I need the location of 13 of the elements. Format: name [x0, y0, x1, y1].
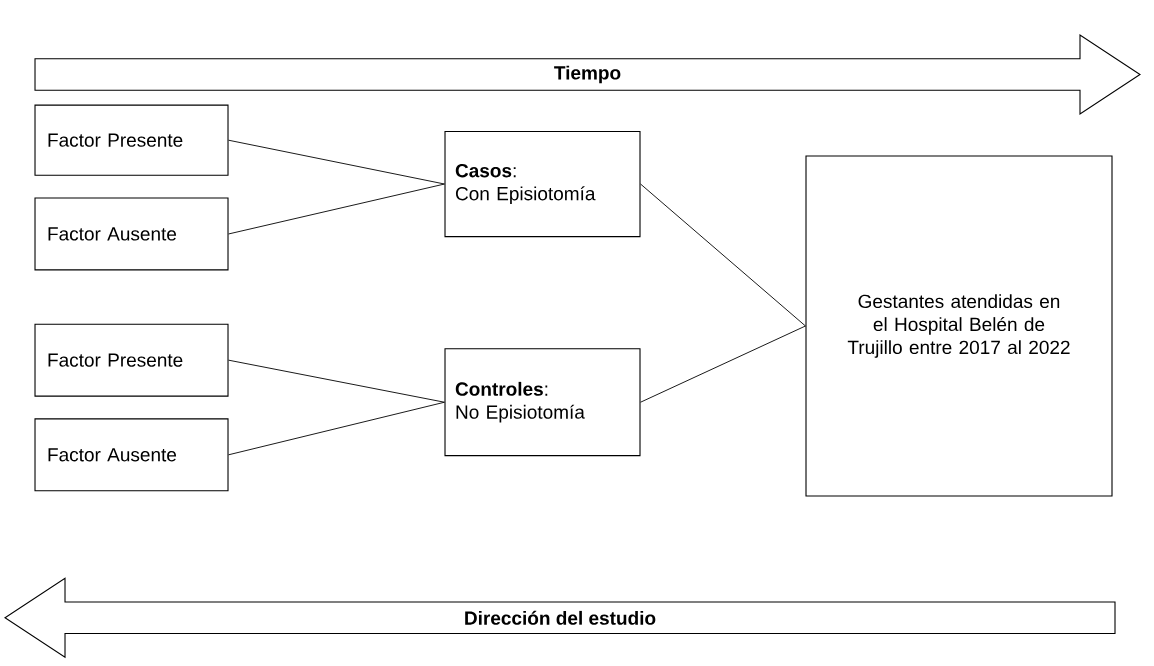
- text-box: Gestantes atendidas en el Hospital Belén de Trujillo entre 2017 al 2022: [805, 155, 1113, 497]
- connector-line: [228, 401, 445, 456]
- connector-line: [228, 359, 445, 403]
- group-box: Controles: No Episiotomía: [444, 348, 641, 457]
- factor-box: Factor Presente: [34, 104, 229, 176]
- connector-line: [228, 183, 445, 235]
- connector-line: [640, 325, 806, 403]
- factor-box: Factor Ausente: [34, 197, 229, 271]
- factor-box: Factor Presente: [34, 323, 229, 397]
- factor-box: Factor Ausente: [34, 418, 229, 492]
- group-box: Casos: Con Episiotomía: [444, 130, 641, 238]
- connector-line: [228, 139, 445, 185]
- connector-line: [640, 183, 806, 327]
